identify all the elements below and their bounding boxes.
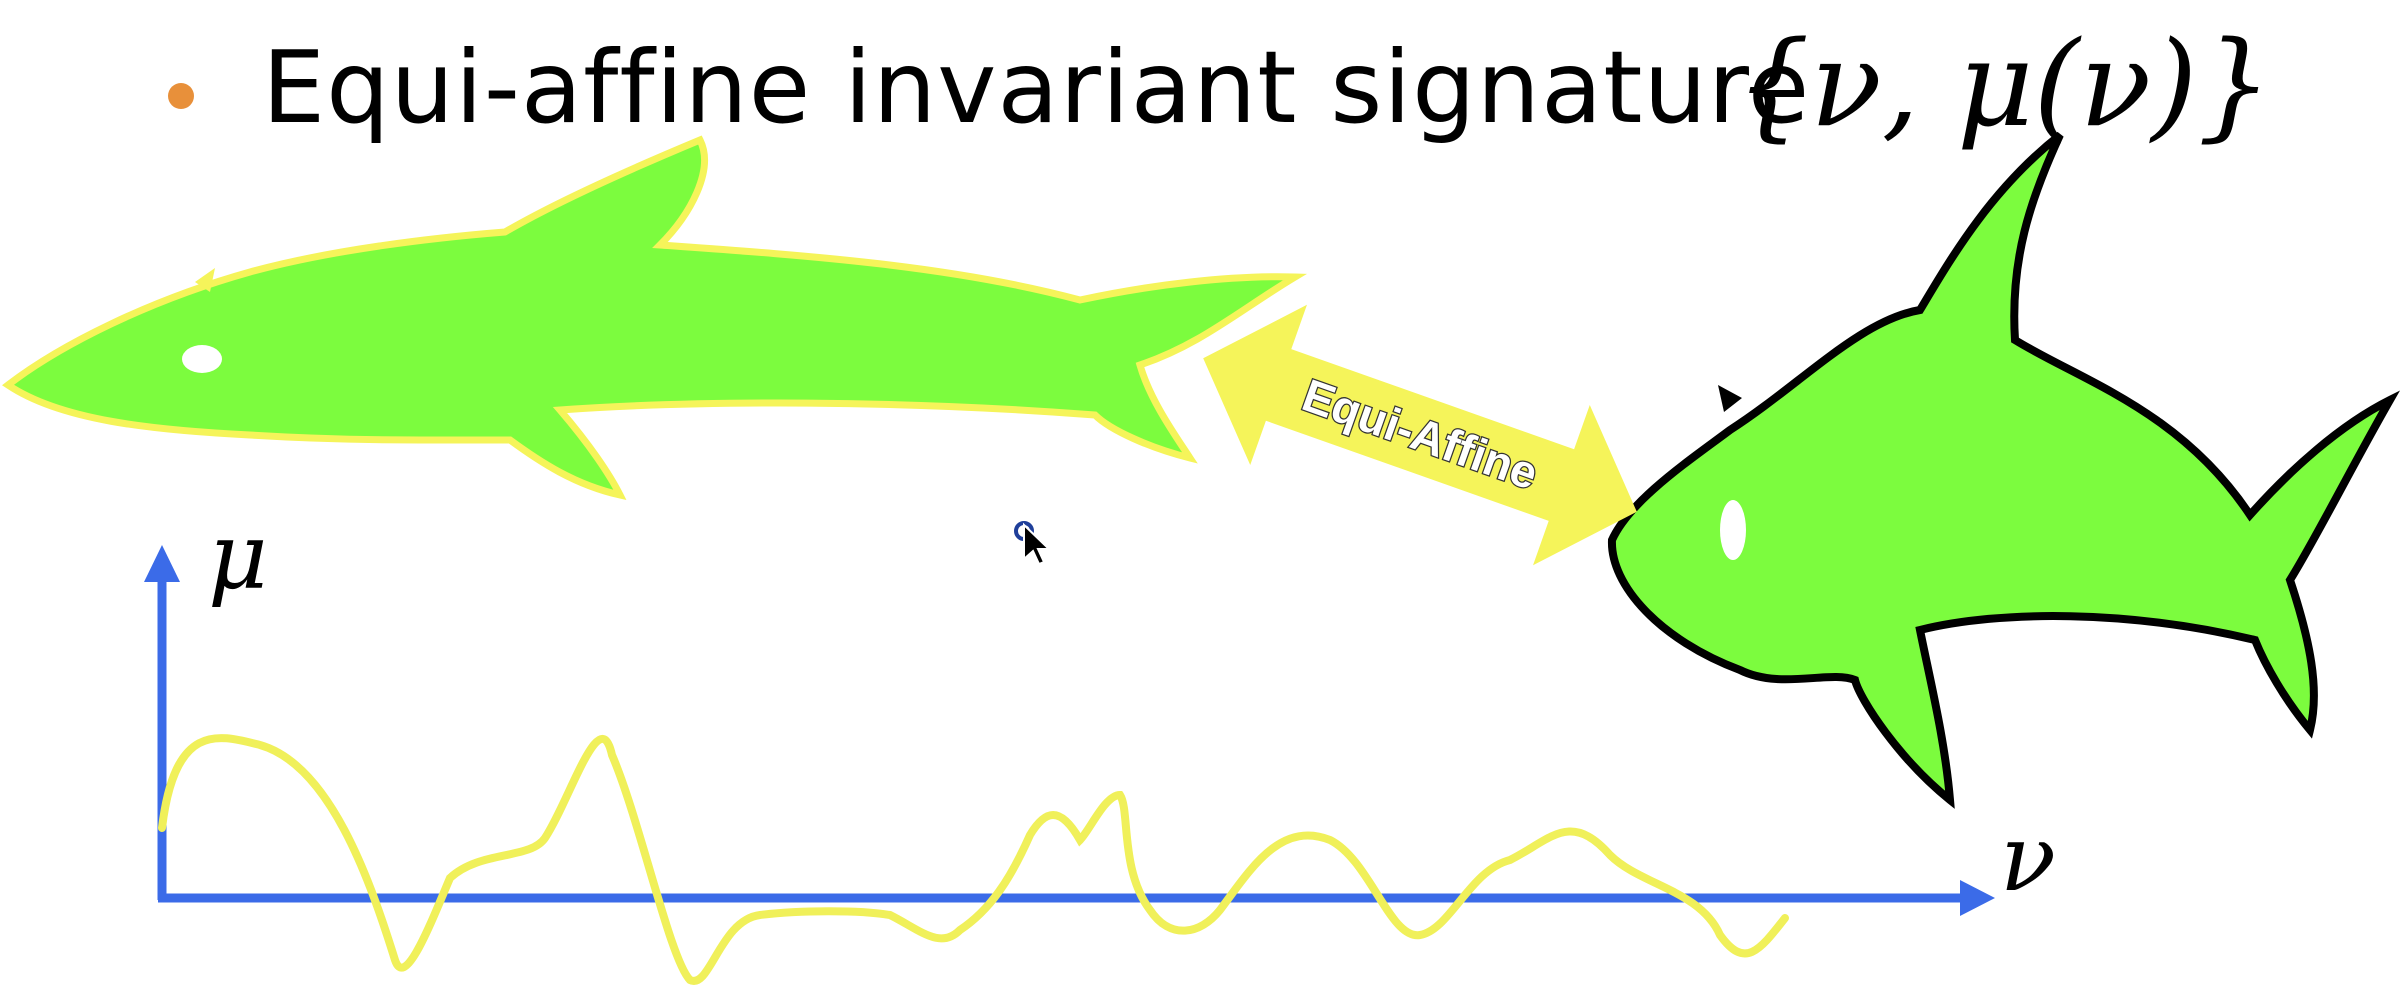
nu-axis-label: ν [2000, 805, 2056, 912]
source-fish [2, 135, 1308, 501]
equi-affine-arrow: Equi-Affine [1203, 304, 1637, 566]
equi-affine-arrow-shape [1203, 304, 1637, 566]
signature-curve [158, 734, 1789, 985]
signature-graph: μ ν [144, 503, 2056, 985]
signature-formula: {ν, μ(ν)} [1735, 15, 2273, 153]
mouse-cursor [1014, 521, 1052, 566]
source-fish-eye [182, 345, 222, 373]
mu-axis-label: μ [208, 503, 268, 610]
cursor-pointer-icon [1023, 522, 1052, 566]
target-direction-marker [1718, 385, 1742, 412]
slide-heading: Equi-affine invariant signature [262, 29, 1811, 146]
bullet-dot [168, 83, 194, 109]
source-fish-body [2, 135, 1308, 501]
target-fish-body [1607, 131, 2401, 809]
source-direction-marker [195, 268, 215, 292]
nu-axis-arrowhead [1960, 880, 1995, 916]
target-fish-eye [1720, 500, 1746, 560]
target-fish [1607, 131, 2401, 809]
mu-axis-arrowhead [144, 545, 180, 582]
